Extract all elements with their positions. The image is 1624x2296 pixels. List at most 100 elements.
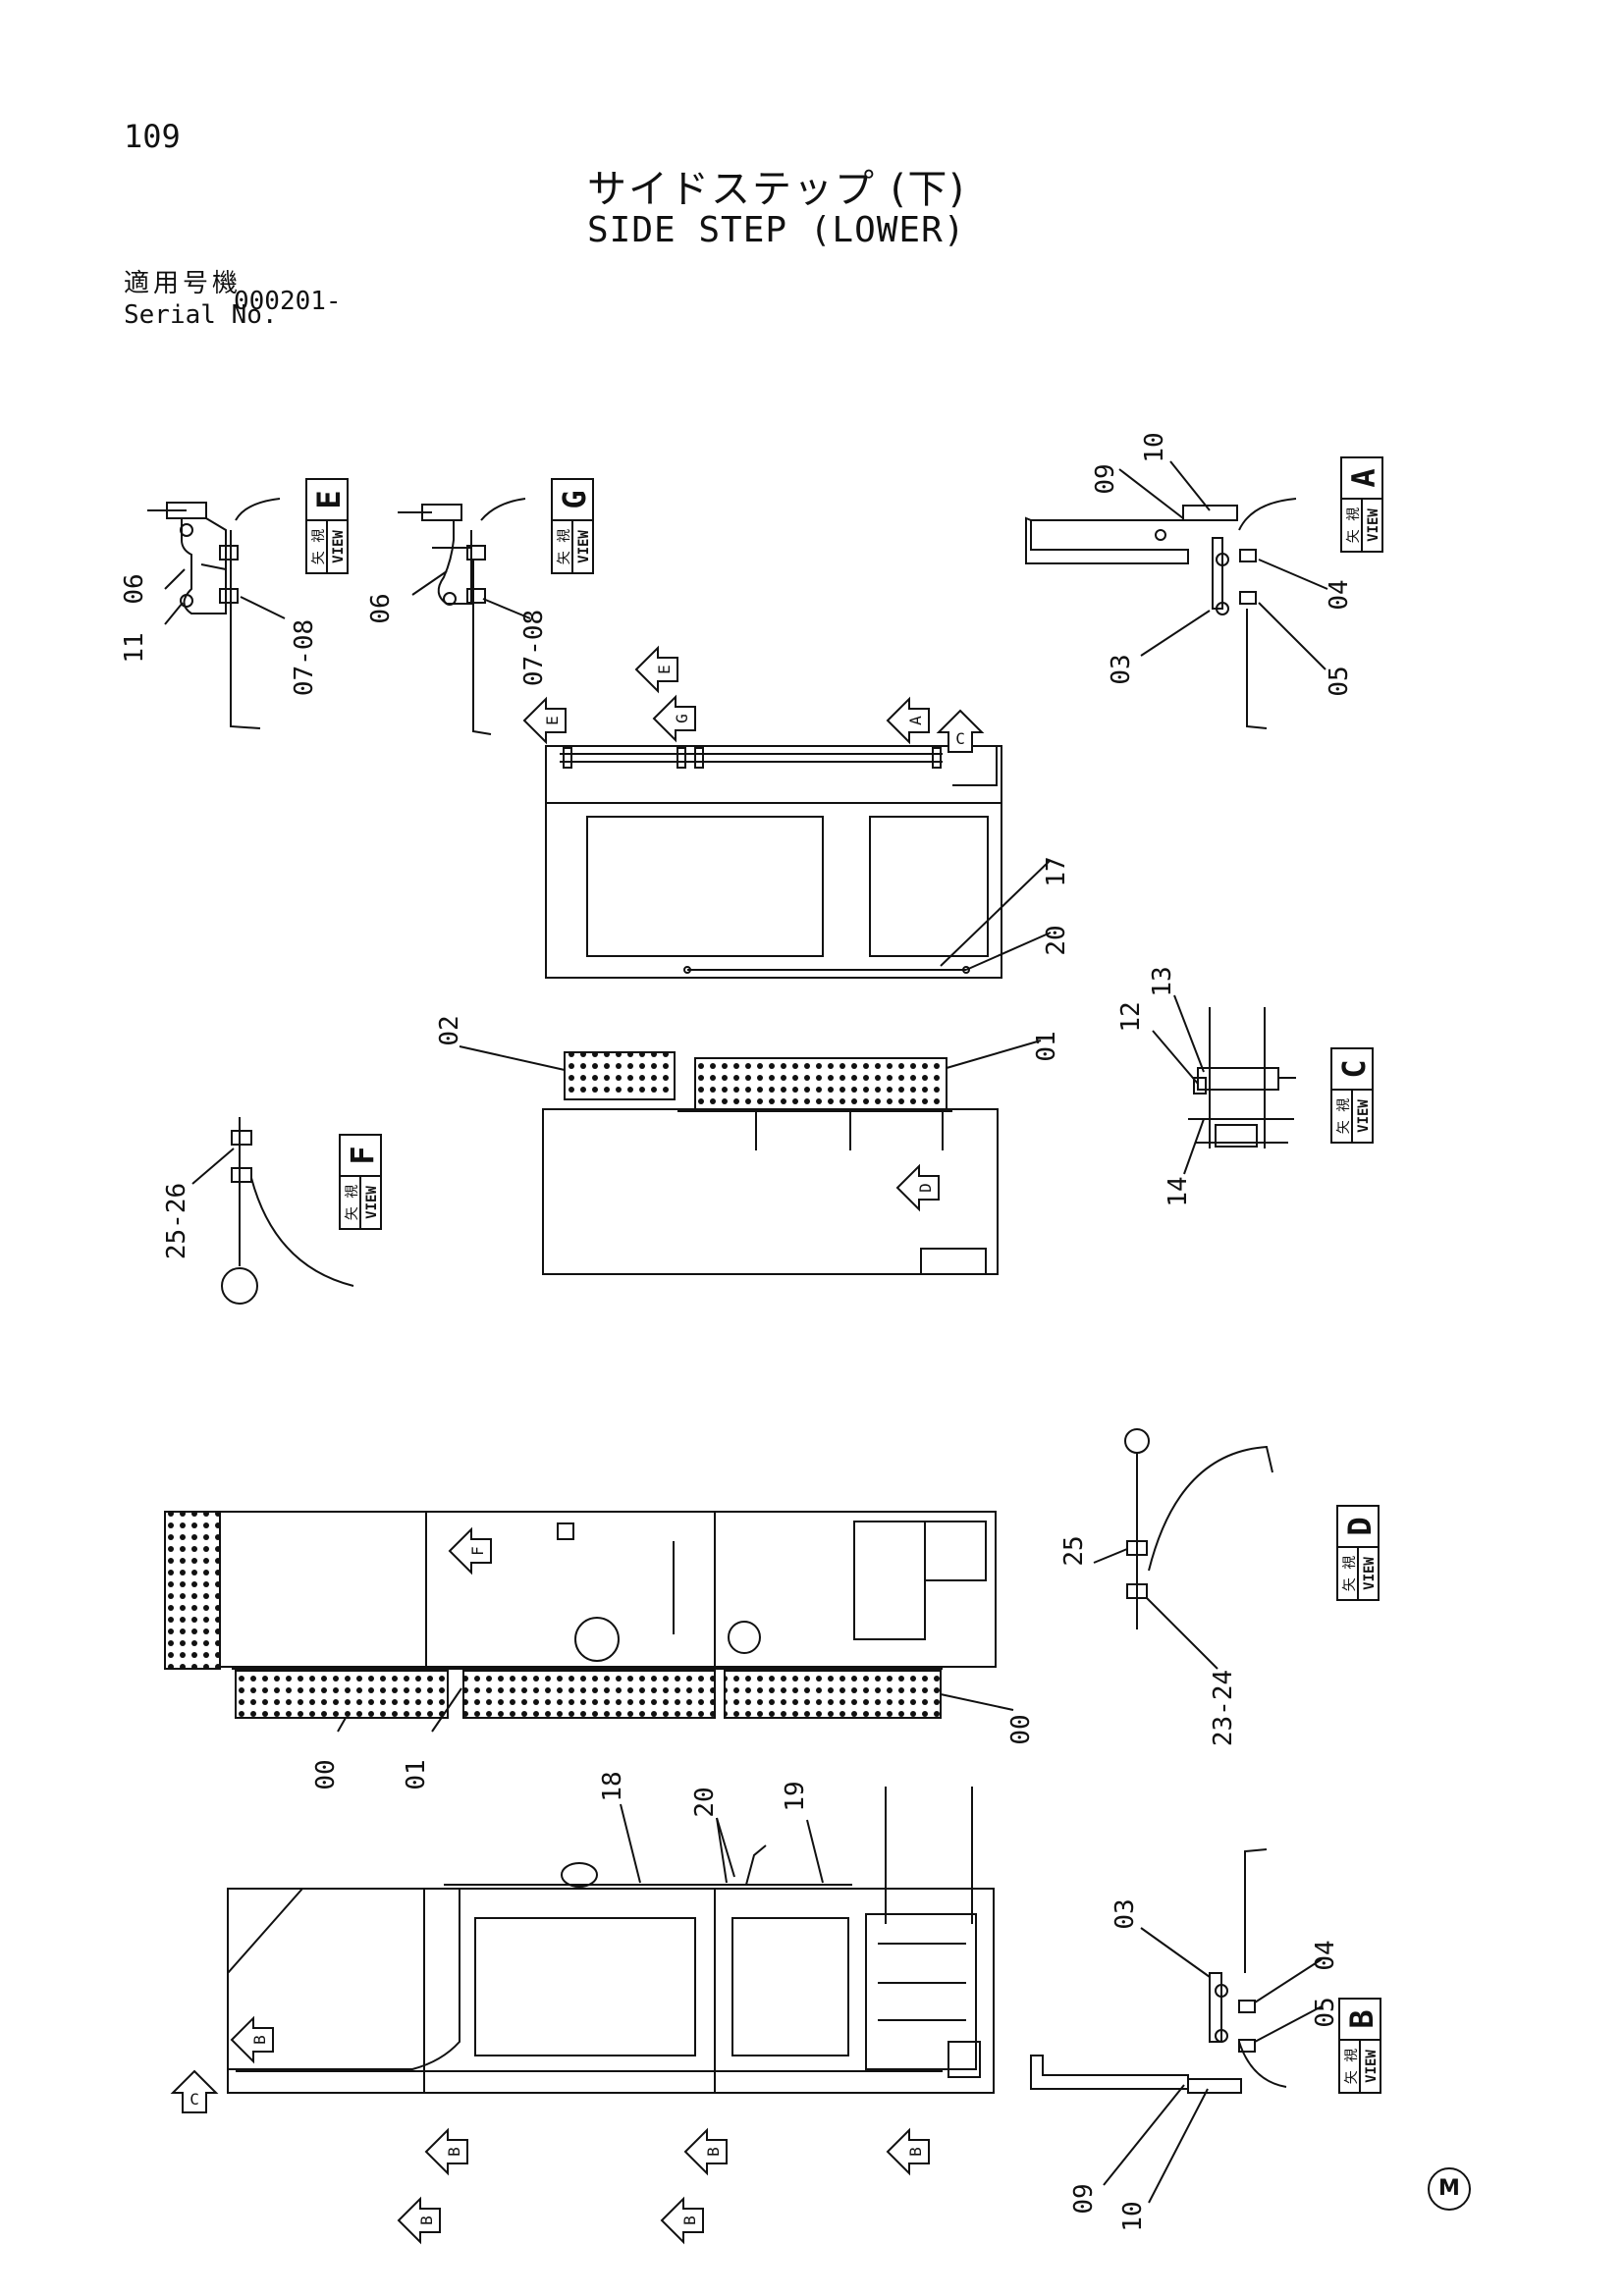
arrow-letter: B [704,2147,723,2157]
view-arrow-b: B [886,2127,930,2176]
view-letter: C [1335,1059,1373,1078]
callout-leader [620,1803,641,1884]
view-kanji: 矢 視 [311,529,327,564]
arrow-letter: B [906,2147,925,2157]
view-letter: F [344,1146,381,1164]
callout-06: 06 [366,593,396,623]
callout-leader [191,1148,235,1185]
view-arrow-g: G [652,694,696,743]
view-a-label: 矢 視 VIEW A [1340,456,1383,553]
view-arrow-b: B [683,2127,728,2176]
callout-leader [1140,610,1211,657]
view-kanji: 矢 視 [345,1185,360,1220]
callout-03: 03 [1110,1898,1140,1929]
callout-leader [1152,1030,1199,1085]
bottom-plan [227,1787,995,2094]
callout-03: 03 [1107,654,1136,684]
callout-leader [1254,2005,1323,2043]
callout-leader [965,932,1052,971]
serial-label-japanese: 適用号機 [124,269,243,298]
view-word: VIEW [331,530,347,563]
arrow-letter: E [543,716,562,725]
callout-07-08: 07-08 [519,610,549,686]
serial-value: 000201- [234,287,342,316]
page-title-japanese: サイドステップ (下) [587,167,966,212]
serial-label-english: Serial No. [124,300,278,330]
view-arrow-d: D [895,1163,940,1212]
arrow-letter: F [468,1546,487,1556]
callout-leader [940,1693,1014,1711]
callout-23-24: 23-24 [1209,1670,1238,1746]
callout-leader [459,1045,566,1071]
callout-leader [1258,602,1326,670]
arrow-letter: B [445,2147,463,2157]
view-f-detail [221,1117,354,1305]
view-d-detail [1124,1428,1273,1629]
callout-07-08: 07-08 [290,619,319,696]
view-word: VIEW [1364,2050,1380,2083]
view-arrow-b: B [397,2196,441,2245]
callout-10: 10 [1140,432,1169,462]
arrow-letter: C [189,2090,199,2109]
callout-09: 09 [1091,463,1120,494]
arrow-letter: C [955,729,965,748]
callout-00: 00 [1006,1714,1036,1744]
callout-04: 04 [1325,579,1354,610]
callout-leader [1173,994,1205,1073]
callout-leader [1093,1548,1128,1564]
view-kanji: 矢 視 [1344,2049,1360,2084]
view-g-detail [398,498,526,735]
callout-11: 11 [120,632,149,663]
view-arrow-e: E [634,645,678,694]
callout-25: 25 [1059,1535,1089,1566]
callout-leader [164,602,184,625]
callout-leader [1169,460,1211,511]
arrow-letter: D [916,1183,935,1193]
callout-09: 09 [1069,2183,1099,2214]
callout-05: 05 [1325,666,1354,696]
manufacturer-mark: M [1428,2167,1471,2211]
callout-06: 06 [120,573,149,604]
view-c-detail [1188,1007,1296,1148]
callout-14: 14 [1164,1176,1193,1206]
callout-leader [337,1717,347,1733]
view-letter: B [1343,2009,1380,2028]
callout-20: 20 [1042,925,1071,955]
callout-00: 00 [311,1759,341,1789]
page-title-english: SIDE STEP (LOWER) [587,210,966,250]
view-arrow-c: C [936,709,985,753]
callout-leader [482,598,531,619]
callout-leader [716,1817,735,1878]
callout-01: 01 [402,1759,431,1789]
callout-18: 18 [598,1771,627,1801]
view-letter: D [1341,1517,1379,1535]
view-word: VIEW [1366,508,1381,542]
callout-leader [240,596,286,619]
view-kanji: 矢 視 [1342,1556,1358,1591]
view-kanji: 矢 視 [1336,1098,1352,1134]
view-letter: A [1345,468,1382,487]
callout-leader [806,1819,824,1884]
callout-10: 10 [1118,2201,1148,2231]
arrow-letter: A [906,716,925,725]
view-arrow-f: F [448,1526,492,1575]
callout-leader [1183,1118,1205,1175]
callout-02: 02 [435,1015,464,1045]
callout-leader [1258,559,1328,590]
callout-leader [716,1817,728,1884]
arrow-letter: G [673,714,691,723]
callout-leader [946,1040,1042,1069]
callout-13: 13 [1148,966,1177,996]
view-letter: E [310,490,348,508]
page-number: 109 [124,118,181,155]
view-arrow-b: B [230,2015,274,2064]
view-word: VIEW [1362,1557,1378,1590]
callout-leader [164,568,186,590]
callout-25-26: 25-26 [162,1183,191,1259]
lower-side-elevation [164,1511,997,1719]
view-kanji: 矢 視 [1346,507,1362,543]
arrow-letter: B [680,2216,699,2225]
